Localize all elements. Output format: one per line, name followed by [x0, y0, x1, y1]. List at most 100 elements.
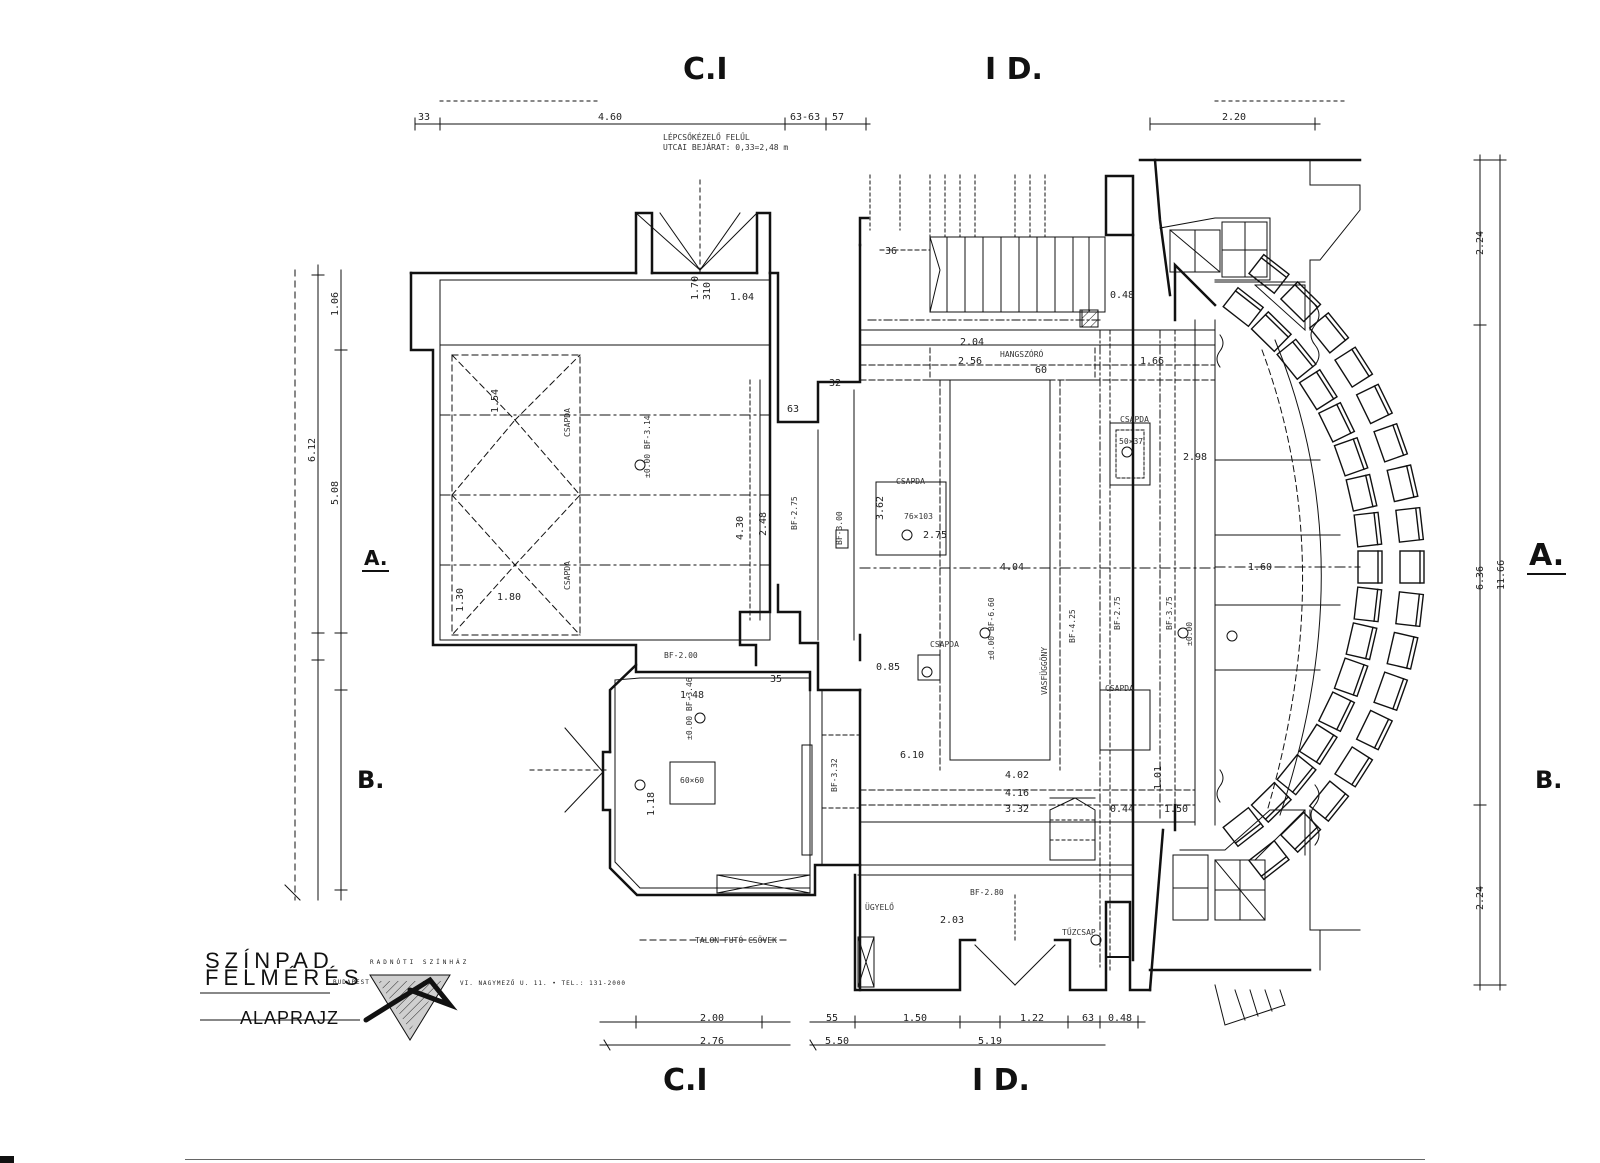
- section-d1-top: I D.: [985, 52, 1043, 87]
- dim-label: 2.76: [700, 1036, 725, 1047]
- auditorium-seating: [1222, 253, 1425, 881]
- seat-back-line: [1405, 465, 1415, 498]
- dim-label: 1.60: [1248, 562, 1273, 573]
- auditorium-seat: [1279, 811, 1322, 854]
- auditorium-seat: [1279, 280, 1322, 323]
- dim-label: 4.04: [1000, 562, 1025, 573]
- level-bf-332: BF-3.32: [830, 758, 839, 792]
- auditorium-seat: [1399, 550, 1425, 584]
- seat-back-line: [1352, 438, 1365, 471]
- dim-label: 5.50: [825, 1036, 850, 1047]
- level-bf-275-b: BF-2.75: [1113, 596, 1122, 630]
- seat-back-line: [1373, 718, 1390, 749]
- dim-label: 6.36: [1475, 565, 1486, 590]
- seat-back-line: [1315, 734, 1335, 764]
- auditorium-seat: [1248, 253, 1290, 295]
- level-front: ±0.00: [1185, 621, 1194, 646]
- dim-label: 2.75: [923, 530, 948, 541]
- dim-label: 1.30: [455, 587, 466, 612]
- auditorium-seat: [1345, 622, 1378, 661]
- auditorium-seat: [1298, 723, 1338, 766]
- label-csapda-1: CSAPDA: [1120, 415, 1149, 424]
- level-bf-200: BF-2.00: [664, 651, 698, 660]
- dim-label: 32: [829, 378, 842, 389]
- label-box-60x60: 60×60: [680, 776, 705, 785]
- seat-back-line: [1324, 314, 1347, 342]
- auditorium-seat: [1298, 368, 1338, 411]
- dim-label: 3.32: [1005, 804, 1030, 815]
- auditorium-seat: [1373, 422, 1409, 463]
- seat-back-line: [1293, 825, 1319, 851]
- seat-back-line: [1260, 855, 1288, 878]
- label-tuzcsap: TŰZCSAP: [1062, 928, 1096, 937]
- dim-label: 5.19: [978, 1036, 1003, 1047]
- level-bf-280: BF-2.80: [970, 888, 1004, 897]
- level-stage: ±0.00 BF-6.60: [987, 597, 996, 660]
- auditorium-seat: [1345, 473, 1378, 512]
- central-corridor: [817, 389, 861, 866]
- section-b-left: B.: [357, 766, 385, 794]
- label-csapda-3: CSAPDA: [930, 640, 959, 649]
- auditorium-seat: [1333, 657, 1369, 698]
- scan-edge-line: [185, 1159, 1425, 1160]
- auditorium-seat: [1317, 401, 1356, 443]
- dim-label: 1.50: [1164, 804, 1189, 815]
- dim-label: 5.08: [330, 480, 341, 505]
- auditorium-seat: [1248, 839, 1290, 881]
- auditorium-seat: [1333, 436, 1369, 477]
- auditorium-seat: [1386, 464, 1419, 503]
- auditorium-seat: [1334, 745, 1374, 788]
- section-a-right: A.: [1527, 538, 1567, 575]
- dim-label: 1.06: [330, 291, 341, 316]
- upper-left-hall-inner: [439, 179, 771, 641]
- auditorium-seat: [1355, 709, 1394, 751]
- dim-label: 2.00: [700, 1013, 725, 1024]
- label-csapda-5: CSAPDA: [563, 408, 572, 437]
- auditorium-seat: [1355, 383, 1394, 425]
- auditorium-seat: [1250, 310, 1293, 353]
- dim-label: 1.80: [497, 592, 522, 603]
- title-address: VI. NAGYMEZŐ U. 11. • TEL.: 131-2000: [460, 980, 627, 987]
- title-city: BUDAPEST: [333, 979, 370, 986]
- title-logo-text: RADNÓTI SZÍNHÁZ: [370, 959, 470, 966]
- bottom-dimension-chain: [599, 939, 1146, 1051]
- dim-label: 1.01: [1153, 765, 1164, 790]
- seat-back-line: [1373, 385, 1390, 416]
- auditorium-seat: [1395, 506, 1425, 543]
- dim-label: 63: [787, 404, 800, 415]
- seat-back-line: [1315, 370, 1335, 400]
- dim-label: 1.22: [1020, 1013, 1045, 1024]
- auditorium-seat: [1276, 753, 1317, 796]
- dim-label: 4.16: [1005, 788, 1030, 799]
- dim-label: 63-63: [790, 112, 821, 123]
- dim-label: 33: [418, 112, 431, 123]
- section-c1-bottom: C.I: [663, 1063, 708, 1098]
- seat-back-line: [1352, 663, 1365, 696]
- dim-label: 4.30: [735, 515, 746, 540]
- dim-label: 1.48: [680, 690, 705, 701]
- dim-label: 60: [1035, 365, 1048, 376]
- dim-label: 4.02: [1005, 770, 1030, 781]
- seat-back-line: [1414, 593, 1421, 627]
- label-csapda-6: CSAPDA: [563, 561, 572, 590]
- auditorium-seat: [1250, 781, 1293, 824]
- label-csapda-2: CSAPDA: [896, 477, 925, 486]
- section-b-right: B.: [1535, 766, 1563, 794]
- label-box-50x37: 50×37: [1119, 437, 1144, 446]
- auditorium-seat: [1222, 286, 1265, 328]
- dim-label: 2.04: [960, 337, 985, 348]
- lower-left-room-inner: [529, 677, 813, 894]
- dim-label: 2.56: [958, 356, 983, 367]
- dim-label: 1.66: [1140, 356, 1165, 367]
- dim-label: 0.48: [1110, 290, 1135, 301]
- dim-label: 63: [1082, 1013, 1095, 1024]
- dim-label: 2.98: [1183, 452, 1208, 463]
- section-a-left: A.: [362, 546, 390, 572]
- auditorium-seat: [1308, 311, 1350, 354]
- label-hangszoro: HANGSZÓRÓ: [1000, 350, 1044, 359]
- scan-edge-mark: [0, 1156, 14, 1163]
- dim-label: 57: [832, 112, 845, 123]
- dim-label: 1.04: [730, 292, 755, 303]
- auditorium-seat: [1386, 631, 1419, 670]
